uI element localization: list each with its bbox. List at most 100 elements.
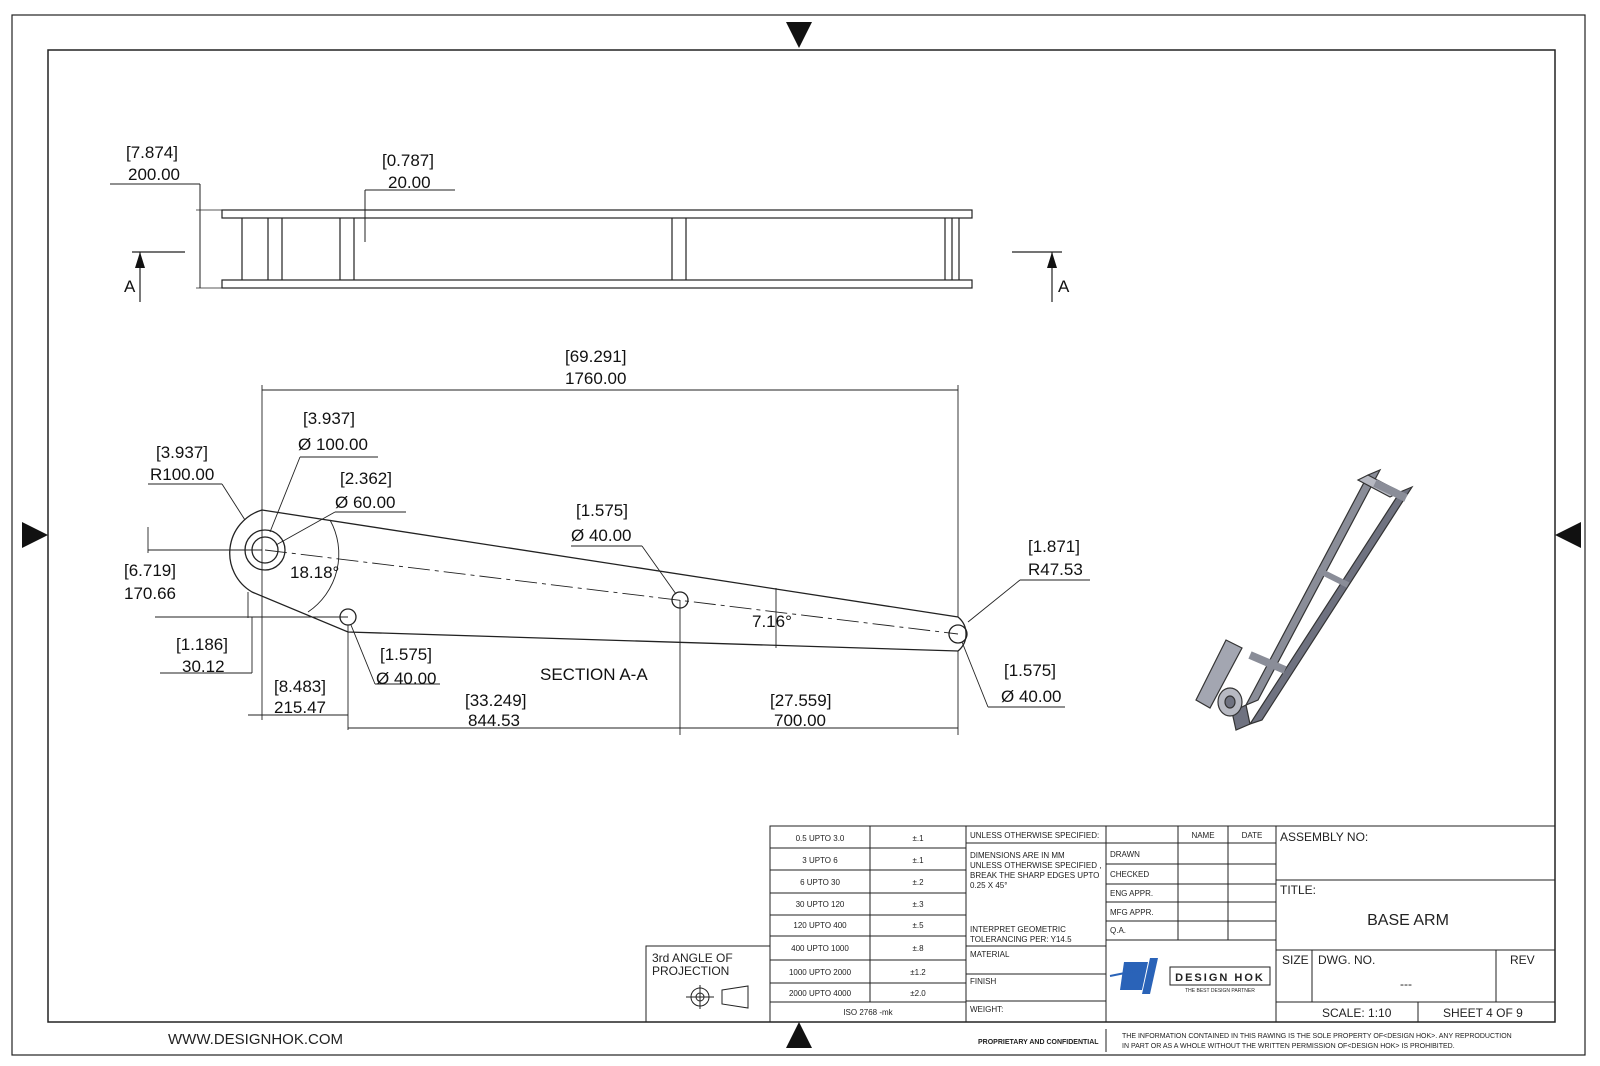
website: WWW.DESIGNHOK.COM	[168, 1031, 343, 1048]
section-title: SECTION A-A	[540, 665, 648, 684]
radius-end-in: [1.871]	[1028, 537, 1080, 556]
signoff-row: ENG APPR.	[1110, 889, 1153, 898]
dist-c-mm: 700.00	[774, 711, 826, 730]
notes-gdt-2: TOLERANCING PER: Y14.5	[970, 935, 1072, 944]
notes-finish: FINISH	[970, 977, 996, 986]
tol-value: ±.1	[912, 834, 924, 843]
tol-range: 400 UPTO 1000	[791, 944, 849, 953]
center-marker-bottom	[786, 1022, 812, 1048]
logo-name: DESIGN HOK	[1175, 972, 1265, 984]
hole-center-mm: Ø 40.00	[571, 526, 632, 545]
notes-dims-4: 0.25 X 45°	[970, 881, 1007, 890]
disclaimer-line1: THE INFORMATION CONTAINED IN THIS RAWING…	[1122, 1033, 1512, 1040]
offset-in: [1.186]	[176, 635, 228, 654]
dist-a-mm: 215.47	[274, 698, 326, 717]
projection-line2: PROJECTION	[652, 964, 729, 978]
tol-range: 1000 UPTO 2000	[789, 968, 852, 977]
assembly-label: ASSEMBLY NO:	[1280, 830, 1368, 844]
dist-c-in: [27.559]	[770, 691, 831, 710]
section-marker-right: A	[1058, 277, 1070, 296]
title-label: TITLE:	[1280, 883, 1316, 897]
section-arrow-right	[1047, 252, 1057, 268]
tol-value: ±.1	[912, 856, 924, 865]
hole-center-in: [1.575]	[576, 501, 628, 520]
section-view-outline	[229, 509, 968, 652]
notes-dims-2: UNLESS OTHERWISE SPECIFIED ,	[970, 861, 1101, 870]
tol-value: ±2.0	[910, 989, 926, 998]
projection-symbol-icon	[686, 985, 749, 1009]
section-arrow-left	[135, 252, 145, 268]
notes-dims-3: BREAK THE SHARP EDGES UPTO	[970, 871, 1099, 880]
size-label: SIZE	[1282, 953, 1309, 967]
sheet-number: SHEET 4 OF 9	[1443, 1006, 1523, 1020]
rev-label: REV	[1510, 953, 1535, 967]
tol-range: 30 UPTO 120	[796, 900, 845, 909]
tol-value: ±.2	[912, 878, 924, 887]
radius-end-mm: R47.53	[1028, 560, 1083, 579]
drawing-title: BASE ARM	[1367, 912, 1449, 929]
dwg-label: DWG. NO.	[1318, 953, 1375, 967]
center-marker-right	[1555, 522, 1581, 548]
bore-big-in: [3.937]	[303, 409, 355, 428]
dwg-number: ---	[1400, 977, 1412, 991]
length-mm: 1760.00	[565, 369, 626, 388]
scale: SCALE: 1:10	[1322, 1006, 1392, 1020]
bore-mid-in: [2.362]	[340, 469, 392, 488]
height-in: [6.719]	[124, 561, 176, 580]
outer-border	[11, 14, 1586, 1056]
signoff-name-header: NAME	[1191, 831, 1214, 840]
radius-big-mm: R100.00	[150, 465, 214, 484]
tol-range: 0.5 UPTO 3.0	[796, 834, 845, 843]
dist-b-mm: 844.53	[468, 711, 520, 730]
notes-material: MATERIAL	[970, 950, 1010, 959]
signoff-date-header: DATE	[1242, 831, 1263, 840]
design-hok-logo-icon	[1109, 958, 1271, 994]
notes-dims-1: DIMENSIONS ARE IN MM	[970, 851, 1065, 860]
offset-mm: 30.12	[182, 657, 225, 676]
hole-end-in: [1.575]	[1004, 661, 1056, 680]
bore-big-mm: Ø 100.00	[298, 435, 368, 454]
disclaimer-line2: IN PART OR AS A WHOLE WITHOUT THE WRITTE…	[1122, 1043, 1455, 1050]
tol-value: ±.5	[912, 921, 924, 930]
tol-range: 3 UPTO 6	[802, 856, 838, 865]
tolerance-table: 0.5 UPTO 3.0 ±.1 3 UPTO 6 ±.1 6 UPTO 30 …	[789, 834, 926, 1017]
notes-unless: UNLESS OTHERWISE SPECIFIED:	[970, 831, 1099, 840]
top-thick-mm: 20.00	[388, 173, 431, 192]
center-marker-left	[22, 522, 48, 548]
angle-left: 18.18°	[290, 563, 339, 582]
proprietary-label: PROPRIETARY AND CONFIDENTIAL	[978, 1039, 1099, 1046]
signoff-row: CHECKED	[1110, 870, 1149, 879]
signoff-row: MFG APPR.	[1110, 908, 1154, 917]
tol-footer: ISO 2768 -mk	[843, 1008, 893, 1017]
notes-gdt-1: INTERPRET GEOMETRIC	[970, 925, 1066, 934]
signoff-row: DRAWN	[1110, 850, 1140, 859]
top-thick-in: [0.787]	[382, 151, 434, 170]
notes-weight: WEIGHT:	[970, 1005, 1003, 1014]
tol-range: 6 UPTO 30	[800, 878, 840, 887]
top-width-mm: 200.00	[128, 165, 180, 184]
top-width-in: [7.874]	[126, 143, 178, 162]
section-view-dimensions	[147, 385, 1090, 735]
hole-end-mm: Ø 40.00	[1001, 687, 1062, 706]
tol-range: 120 UPTO 400	[793, 921, 847, 930]
height-mm: 170.66	[124, 584, 176, 603]
length-in: [69.291]	[565, 347, 626, 366]
isometric-view	[1195, 468, 1414, 731]
tol-range: 2000 UPTO 4000	[789, 989, 852, 998]
tol-value: ±.8	[912, 944, 924, 953]
section-marker-left: A	[124, 277, 136, 296]
top-view	[110, 183, 1062, 302]
projection-line1: 3rd ANGLE OF	[652, 951, 733, 965]
tol-value: ±.3	[912, 900, 924, 909]
dist-a-in: [8.483]	[274, 677, 326, 696]
bore-mid-mm: Ø 60.00	[335, 493, 396, 512]
radius-big-in: [3.937]	[156, 443, 208, 462]
hole-low-mm: Ø 40.00	[376, 669, 437, 688]
logo-tagline: THE BEST DESIGN PARTNER	[1185, 988, 1255, 994]
tol-value: ±1.2	[910, 968, 926, 977]
title-block-grid	[645, 825, 1556, 1023]
signoff-row: Q.A.	[1110, 926, 1126, 935]
dist-b-in: [33.249]	[465, 691, 526, 710]
inner-border	[47, 49, 1556, 1023]
center-marker-top	[786, 22, 812, 48]
